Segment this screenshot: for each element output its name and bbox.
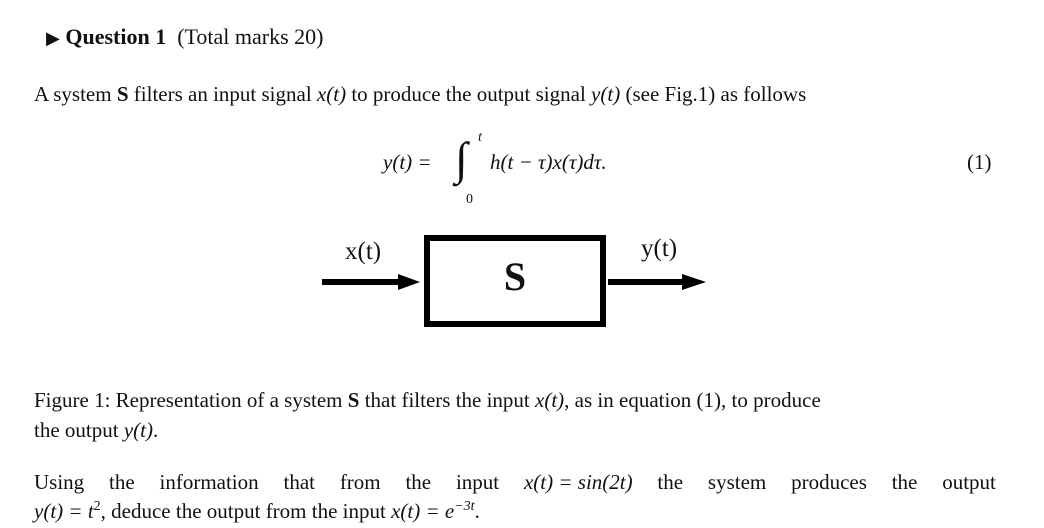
equation-integrand: h(t − τ)x(τ)dτ. [490,150,607,174]
text: . [474,499,480,523]
input-arrow [322,274,420,290]
question-title: Question 1 [65,24,167,49]
word: from [339,470,381,494]
output-arrow [608,274,706,290]
integral-upper-limit: t [478,130,482,145]
figure-caption: Figure 1: Representation of a system S t… [34,388,821,413]
math: x(t) = e [391,499,455,523]
math-exponent: −3t [454,499,475,514]
word: that [283,470,315,494]
math-exponent: 2 [93,499,101,514]
word: system [707,470,767,494]
word: the [109,470,135,494]
input-label: x(t) [345,238,382,265]
text: filters an input signal [128,82,317,106]
question-heading: ▶ Question 1 (Total marks 20) [46,24,324,50]
system-symbol: S [116,82,129,106]
word: Using [34,470,85,494]
integral-sign: ∫ [455,133,468,184]
math: y(t) [123,418,153,442]
text: , deduce the output from the input [100,499,392,523]
system-label: S [503,254,527,299]
triangle-marker-icon: ▶ [46,28,60,48]
word: the [891,470,918,494]
word: information [159,470,259,494]
text: the output [34,418,124,442]
text: A system [34,82,117,106]
text: to produce the output signal [346,82,592,106]
text: (see Fig.1) as follows [620,82,807,106]
equation-lhs: y(t) = [383,150,432,174]
output-label: y(t) [641,235,678,262]
figure-caption-line2: the output y(t). [34,418,158,443]
text: . [152,418,159,442]
word: the [405,470,432,494]
math: x(t) = sin(2t) [523,470,633,494]
word: produces [791,470,867,494]
word: output [942,470,996,494]
task-line-2: y(t) = t2, deduce the output from the in… [34,499,480,524]
text: , as in equation (1), to produce [564,388,821,412]
math: x(t) [535,388,565,412]
system-block: S [424,235,606,327]
math: y(t) [591,82,621,106]
equation-number: (1) [967,150,992,174]
text: that filters the input [359,388,536,412]
text: Figure 1: Representation of a system [34,388,348,412]
question-marks: (Total marks 20) [177,24,324,49]
word: input [455,470,500,494]
math: y(t) = t [34,499,94,523]
math: x(t) [316,82,347,106]
integral-lower-limit: 0 [466,192,473,207]
intro-paragraph: A system S filters an input signal x(t) … [34,82,806,107]
word: the [657,470,684,494]
system-symbol: S [347,388,360,412]
